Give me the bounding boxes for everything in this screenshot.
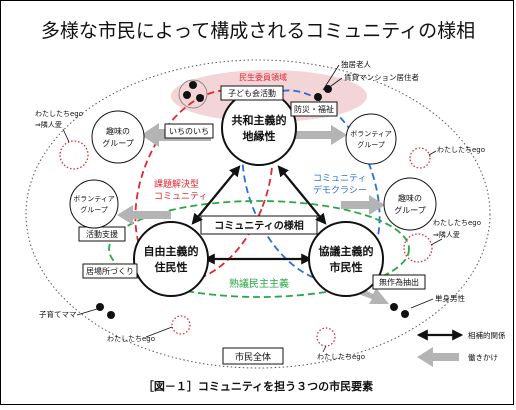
ego-top-left-line1: わたしたちego — [35, 110, 83, 118]
ego-mid-right-line1: わたしたちego — [433, 219, 481, 227]
figure-caption: ［図－１］コミュニティを担う３つの市民要素 — [143, 379, 373, 393]
ichinoichi-label: いちのいち — [169, 127, 209, 136]
tanshin-leader — [410, 298, 434, 309]
circle-kyowa — [221, 90, 297, 166]
democracy-label-2: デモクラシー — [313, 184, 367, 196]
shumi-right-circle — [383, 177, 437, 231]
arrow-to-volunteer-right — [293, 125, 347, 145]
arrow-to-shumi-right — [341, 195, 385, 215]
ego-bottom-left-label: わたしたちego — [107, 335, 155, 343]
volunteer-right-line1: ボランティア — [350, 130, 392, 138]
ego-bottom-right-label: わたしたちego — [317, 353, 365, 361]
circle-jiyu-line1: 自由主義的 — [144, 244, 199, 258]
ego-leader-mid-right — [430, 238, 443, 246]
bousai-label: 防災・福祉 — [294, 104, 334, 114]
volunteer-right-circle — [345, 113, 397, 165]
ego-leader-top-left — [62, 128, 70, 143]
jukugi-ellipse — [108, 200, 410, 298]
chintai-leader — [330, 77, 343, 87]
mutual-arrows — [191, 165, 327, 265]
ego-leader-bottom-right — [322, 345, 327, 353]
legend-influence-label: 働きかけ — [468, 352, 498, 362]
kadai-label-1: 課題解決型 — [154, 178, 199, 190]
ego-leader-top-right — [428, 150, 437, 156]
person-dot — [401, 310, 409, 318]
ego-circle-bottom-right — [316, 327, 336, 347]
legend: 相補的関係 働きかけ — [416, 329, 506, 367]
kosodate-label: 子育てママ — [39, 309, 77, 319]
person-dot — [189, 81, 197, 89]
circle-kyogi-line1: 協議主義的 — [319, 244, 374, 258]
people-leaders — [76, 64, 434, 316]
ego-circle-mid-right — [403, 233, 433, 263]
shumi-left-line2: グループ — [102, 138, 134, 148]
people-dots — [96, 81, 409, 319]
bousai-box — [290, 101, 338, 117]
katsudou-label: 活動支援 — [86, 229, 118, 239]
volunteer-right-line2: グループ — [357, 140, 385, 149]
jukugi-label: 熟議民主主義 — [229, 277, 289, 290]
ichinoichi-box — [164, 123, 214, 139]
person-dot — [314, 93, 322, 101]
minsei-dot-ring — [178, 79, 208, 109]
circle-jiyu — [133, 221, 209, 297]
diagram-title: 多様な市民によって構成されるコミュニティの様相 — [41, 20, 475, 42]
muisaku-label: 無作為抽出 — [379, 277, 419, 287]
minsei-label: 民生委員領域 — [239, 72, 287, 82]
dokkyo-leader — [322, 64, 340, 91]
shimin-zentai-box — [222, 347, 284, 365]
outer-ellipse — [25, 59, 491, 369]
person-dot — [96, 303, 104, 311]
person-dot — [107, 311, 115, 319]
mutual-arrow-top-left — [191, 165, 241, 225]
volunteer-left-circle — [69, 179, 119, 229]
circle-kyogi — [308, 221, 384, 297]
circle-kyogi-line2: 市民性 — [330, 260, 363, 274]
ego-leader-bottom-left — [145, 326, 173, 338]
legend-mutual-label: 相補的関係 — [468, 330, 506, 340]
person-dot — [183, 91, 191, 99]
volunteer-left-line2: グループ — [80, 205, 108, 214]
circle-kyowa-line2: 地縁性 — [243, 129, 276, 143]
ibasho-label: 居場所づくり — [86, 266, 134, 276]
kadai-label-2: コミュニティ — [154, 191, 207, 202]
center-label: コミュニティの様相 — [214, 219, 303, 232]
ibasho-box — [82, 263, 138, 279]
tanshin-label: 単身男性 — [435, 293, 465, 303]
circle-kyowa-line1: 共和主義的 — [232, 113, 287, 127]
ego-circle-bottom-left — [171, 315, 191, 335]
kodomokai-label: 子ども会活動 — [228, 88, 276, 98]
circle-jiyu-line2: 住民性 — [155, 260, 188, 274]
shumi-right-line2: グループ — [394, 205, 426, 215]
kosodate-leader — [76, 308, 98, 316]
shumi-left-line1: 趣味の — [106, 126, 130, 136]
arrow-to-volunteer-left — [117, 205, 171, 225]
person-dot — [390, 303, 398, 311]
shimin-zentai-label: 市民全体 — [235, 351, 271, 363]
ego-circles — [59, 140, 433, 347]
mutual-arrow-top-right — [277, 165, 327, 225]
ego-mid-right-line2: ⇒隣人愛 — [433, 230, 460, 239]
chintai-label: 賃貸マンション居住者 — [344, 72, 419, 82]
kodomokai-box — [220, 85, 284, 101]
person-dot — [196, 94, 204, 102]
activity-boxes — [78, 85, 426, 365]
democracy-label-1: コミュニティ — [313, 173, 366, 184]
dokkyo-label: 独居老人 — [341, 59, 371, 69]
ego-top-left-line2: ⇒隣人愛 — [35, 120, 62, 129]
ego-leaders — [62, 128, 443, 353]
shumi-right-line1: 趣味の — [398, 193, 422, 203]
legend-influence-arrow — [417, 347, 459, 367]
ego-circle-top-left — [59, 140, 89, 170]
muisaku-box — [372, 274, 426, 290]
ego-circle-top-right — [409, 147, 431, 169]
person-dot — [324, 85, 332, 93]
shumi-left-circle — [91, 110, 145, 164]
volunteer-left-line1: ボランティア — [73, 195, 115, 203]
ego-top-right-label: わたしたちego — [437, 146, 485, 154]
